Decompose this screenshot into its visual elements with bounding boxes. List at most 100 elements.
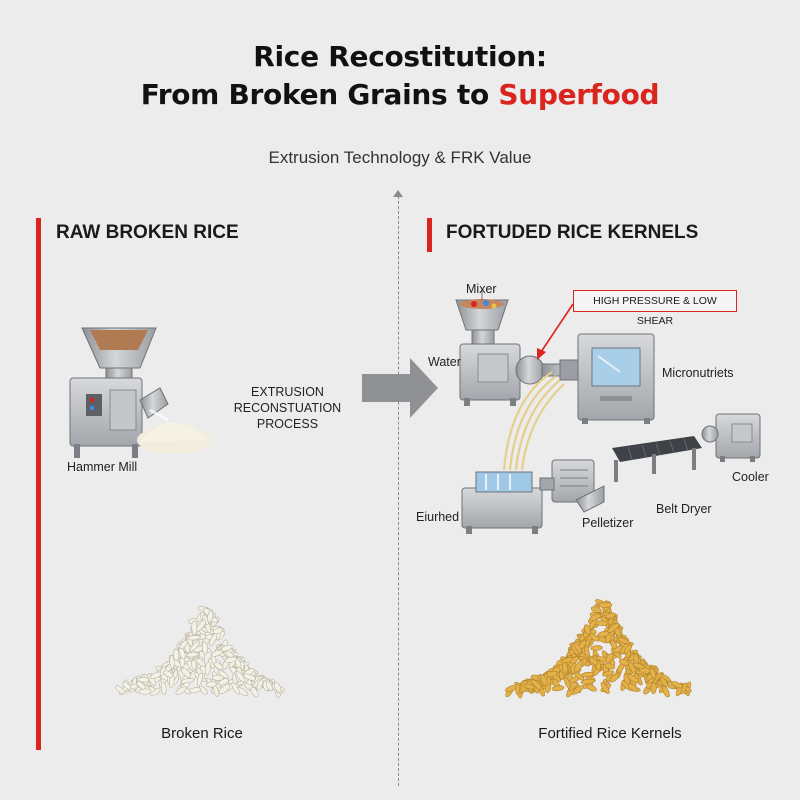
rice-grain [586, 684, 597, 692]
rice-grain [627, 673, 639, 684]
rice-grain [186, 651, 199, 658]
rice-grain [206, 681, 217, 688]
pelletizer-label: Pelletizer [582, 516, 633, 530]
callout-pointer [540, 303, 574, 353]
rice-grain [609, 672, 620, 683]
rice-grain [191, 659, 197, 671]
rice-grain [567, 681, 578, 691]
process-text: EXTRUSION RECONSTUATION PROCESS [230, 384, 345, 432]
cooler-icon [701, 413, 761, 462]
rice-grain [573, 660, 584, 673]
subtitle: Extrusion Technology & FRK Value [268, 148, 532, 167]
rice-grain [617, 637, 630, 645]
rice-grain [671, 681, 684, 689]
rice-grain [531, 679, 543, 691]
rice-grain [250, 687, 259, 698]
rice-grain [235, 671, 246, 683]
rice-grain [623, 644, 633, 654]
rice-grain [218, 684, 231, 695]
rice-grain [115, 685, 126, 695]
broken-rice-pile-icon [115, 606, 286, 698]
left-accent-bar [36, 218, 41, 750]
eiurhed-label: Eiurhed [416, 510, 459, 524]
rice-grain [604, 663, 616, 670]
rice-grain [632, 662, 645, 670]
rice-grain [188, 687, 202, 693]
rice-grain [213, 662, 224, 670]
rice-grain [540, 674, 548, 686]
rice-grain [196, 672, 203, 687]
rice-grain [602, 670, 615, 677]
rice-grain [563, 676, 571, 689]
rice-grain [600, 682, 610, 694]
rice-grain [231, 682, 240, 695]
rice-grain [179, 640, 188, 649]
center-divider [398, 196, 399, 786]
hammer-mill-icon [69, 327, 213, 458]
rice-grain [137, 677, 150, 683]
hammer-mill-label: Hammer Mill [67, 460, 137, 474]
mixer-label: Mixer [466, 282, 497, 296]
fortified-rice-caption: Fortified Rice Kernels [538, 725, 682, 742]
rice-grain [607, 622, 620, 633]
rice-grain [650, 682, 657, 694]
rice-grain [588, 657, 598, 665]
rice-grain [584, 645, 590, 659]
rice-grain [199, 685, 208, 695]
rice-grain [266, 680, 273, 692]
rice-grain [598, 601, 613, 609]
rice-grain [122, 681, 132, 690]
rice-grain [569, 656, 580, 664]
process-text-line1: EXTRUSION [251, 385, 324, 399]
divider-arrow-icon [393, 190, 403, 197]
rice-grain [605, 652, 614, 664]
right-accent-bar [427, 218, 432, 252]
rice-grain [628, 661, 637, 675]
rice-grain [211, 674, 224, 681]
micronutriets-label: Micronutriets [662, 366, 734, 380]
rice-grain [523, 683, 535, 690]
rice-grain [201, 641, 208, 655]
belt-dryer-icon [612, 436, 702, 482]
rice-grain [649, 667, 657, 679]
page-title-line2: From Broken Grains to Superfood [140, 78, 660, 111]
rice-grain [662, 685, 670, 698]
left-heading: RAW BROKEN RICE [56, 222, 239, 243]
title-highlight: Superfood [498, 78, 660, 111]
cooler-label: Cooler [732, 470, 769, 484]
rice-grain [220, 644, 233, 652]
process-text-line3: PROCESS [256, 417, 319, 431]
rice-grain [175, 686, 187, 695]
rice-grain [207, 610, 214, 623]
rice-grain [581, 671, 595, 678]
rice-grain [163, 670, 174, 678]
process-arrow-icon [362, 358, 438, 418]
water-label: Water [428, 355, 461, 369]
page-title: Rice Recostitution: [253, 40, 547, 73]
process-text-line2: RECONSTUATION [233, 401, 342, 415]
extruded-unit-icon [461, 471, 543, 534]
product-flow-lines [502, 371, 565, 471]
micronutrients-cabinet-icon [577, 333, 655, 424]
mixer-extruder-icon [455, 299, 603, 406]
broken-rice-caption: Broken Rice [161, 725, 243, 742]
belt-dryer-label: Belt Dryer [656, 502, 712, 516]
rice-grain [583, 624, 591, 635]
rice-grain [589, 613, 602, 621]
rice-grain [580, 678, 595, 685]
rice-grain [224, 656, 238, 663]
rice-grain [181, 667, 191, 678]
rice-grain [187, 635, 201, 641]
rice-grain [627, 683, 638, 692]
rice-grain [160, 681, 167, 696]
rice-grain [212, 627, 224, 635]
rice-grain [574, 642, 582, 654]
pressure-callout: HIGH PRESSURE & LOW SHEAR [573, 290, 737, 327]
rice-grain [169, 654, 175, 669]
right-heading: FORTUDED RICE KERNELS [446, 222, 699, 243]
rice-grain [138, 688, 152, 695]
rice-grain [242, 673, 257, 681]
rice-grain [562, 662, 568, 674]
rice-grain [590, 645, 603, 651]
